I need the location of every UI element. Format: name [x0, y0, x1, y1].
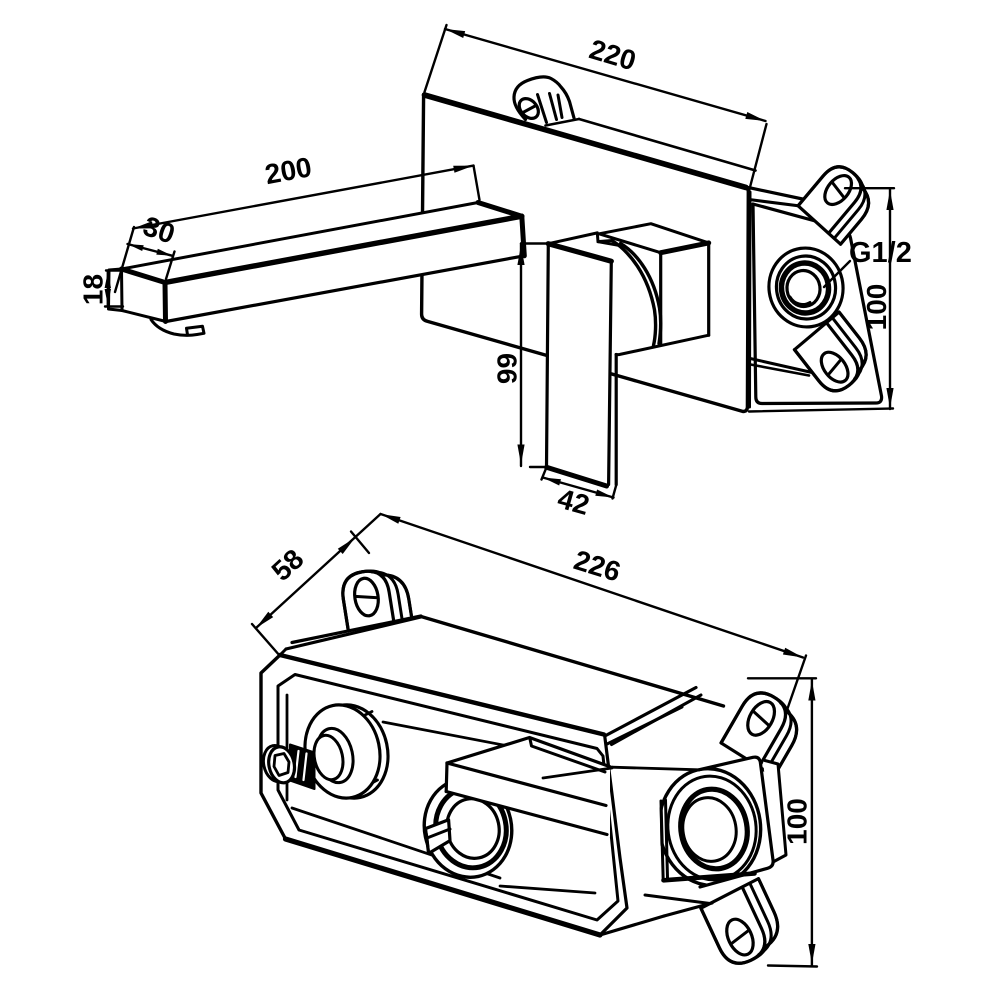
- svg-text:100: 100: [782, 798, 813, 845]
- svg-text:99: 99: [492, 353, 523, 384]
- svg-text:G1/2: G1/2: [849, 237, 912, 269]
- svg-text:18: 18: [78, 274, 109, 305]
- svg-text:100: 100: [861, 284, 892, 331]
